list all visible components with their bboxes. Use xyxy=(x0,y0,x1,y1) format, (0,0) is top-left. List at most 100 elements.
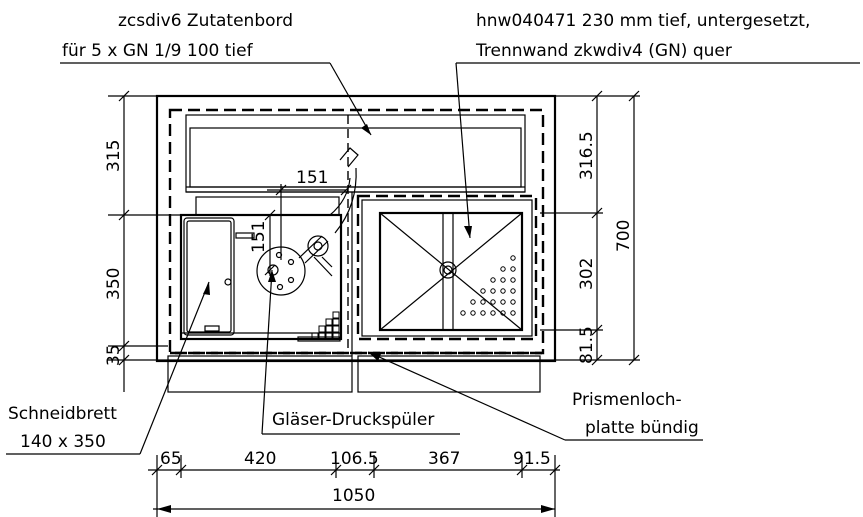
perforation-hole xyxy=(490,310,496,316)
glass-rack-grid xyxy=(311,311,340,340)
leader-glass-washer-arrow xyxy=(268,270,276,282)
label-perforated-line2: platte bündig xyxy=(585,418,699,438)
leader-cutting-board xyxy=(139,281,210,455)
perforation-hole xyxy=(480,288,486,294)
basin-frame xyxy=(361,199,533,337)
right-dim-ticks xyxy=(591,90,640,366)
bottom-total-arrow-left xyxy=(157,505,171,513)
leader-arrow-left xyxy=(361,124,371,135)
perforation-hole xyxy=(510,310,516,316)
label-cutting-board-line1: Schneidbrett xyxy=(8,404,117,424)
perforation-hole xyxy=(500,277,506,283)
glass-rack-cell xyxy=(325,318,333,326)
drain-inner xyxy=(443,265,453,275)
cutting-board-foot xyxy=(204,325,220,332)
perforation-hole xyxy=(510,299,516,305)
perforation-hole xyxy=(500,310,506,316)
dim-35: 35 xyxy=(104,344,124,366)
glass-rack-cell xyxy=(318,325,326,333)
leader-cutting-board-arrow xyxy=(203,282,210,295)
cutting-board xyxy=(183,217,235,336)
dim-367: 367 xyxy=(428,449,460,469)
perforation-hole xyxy=(500,299,506,305)
glass-washer-hole-2 xyxy=(287,276,295,284)
bottom-total-arrow-right xyxy=(541,505,555,513)
basin-divider-wall xyxy=(442,212,454,331)
dim-151-horizontal: 151 xyxy=(296,168,328,188)
counter-outline xyxy=(155,94,557,363)
dim-106-5: 106.5 xyxy=(330,449,379,469)
glass-rack-cell xyxy=(332,325,340,333)
front-panel-left xyxy=(167,355,353,393)
label-ingredient-shelf-line2: für 5 x GN 1/9 100 tief xyxy=(62,41,254,61)
glass-washer-valve xyxy=(298,235,333,277)
ingredient-shelf-bracket xyxy=(195,196,340,216)
perforation-hole xyxy=(500,266,506,272)
inner-dim-h-tick-b xyxy=(340,184,352,196)
label-cutting-board-line2: 140 x 350 xyxy=(20,432,106,452)
dim-316-5: 316.5 xyxy=(577,131,597,180)
dim-151-vertical: 151 xyxy=(249,221,269,253)
inner-dim-v-tick-a xyxy=(264,209,276,221)
inner-dim-v-tick-b xyxy=(264,264,276,276)
faucet-arc-1 xyxy=(329,177,351,216)
dim-65: 65 xyxy=(160,449,182,469)
label-perforated-line1: Prismenloch- xyxy=(572,390,682,410)
dim-315: 315 xyxy=(104,140,124,172)
perforation-hole xyxy=(510,277,516,283)
perforation-hole xyxy=(490,299,496,305)
label-basin-line2: Trennwand zkwdiv4 (GN) quer xyxy=(475,41,732,61)
inner-dim-h-tick-a xyxy=(275,184,287,196)
glass-rack-cell xyxy=(332,332,340,340)
left-well xyxy=(179,213,343,341)
glass-rack-cell xyxy=(332,311,340,319)
dim-700: 700 xyxy=(614,220,634,252)
dim-91-5: 91.5 xyxy=(513,449,551,469)
faucet-arc-3 xyxy=(339,147,359,168)
counter-inner-dashed xyxy=(168,108,545,355)
left-dim-ticks xyxy=(118,90,130,366)
label-basin-line1: hnw040471 230 mm tief, untergesetzt, xyxy=(476,11,810,31)
perforation-hole xyxy=(510,255,516,261)
dim-302: 302 xyxy=(577,258,597,290)
perforation-hole xyxy=(480,299,486,305)
cutting-board-hole xyxy=(224,278,232,286)
glass-washer-handle xyxy=(235,232,255,239)
label-ingredient-shelf-line1: zcsdiv6 Zutatenbord xyxy=(118,11,293,31)
perforation-hole xyxy=(500,288,506,294)
perforation-hole xyxy=(470,310,476,316)
front-panel-right xyxy=(357,355,541,393)
faucet-arc-2 xyxy=(334,167,357,234)
leader-perforated xyxy=(367,351,566,441)
dim-350: 350 xyxy=(104,268,124,300)
perforation-hole xyxy=(460,310,466,316)
glass-washer-hole-1 xyxy=(287,258,295,266)
glass-rack-cell xyxy=(318,332,326,340)
drain-outer xyxy=(439,261,457,279)
perforation-hole xyxy=(510,266,516,272)
perforated-plate-holes xyxy=(460,255,516,316)
dim-81-5: 81.5 xyxy=(577,326,597,364)
leader-perforated-arrow xyxy=(368,352,381,361)
perforation-hole xyxy=(490,277,496,283)
leader-glass-washer xyxy=(261,269,273,435)
leader-line-right xyxy=(455,62,471,239)
dim-420: 420 xyxy=(244,449,276,469)
basin-diagonal-2 xyxy=(379,212,523,331)
perforation-hole xyxy=(470,299,476,305)
glass-rack-cell xyxy=(332,318,340,326)
cutting-board-inner xyxy=(186,220,232,333)
perforation-hole xyxy=(490,288,496,294)
bottom-dim-ext-lines xyxy=(156,455,556,517)
perforation-hole xyxy=(510,288,516,294)
leader-arrow-right xyxy=(464,226,472,238)
bottom-dim-ticks xyxy=(151,464,561,476)
glass-washer-hole-3 xyxy=(276,283,284,291)
leader-line-left xyxy=(329,62,372,136)
glass-rack-cell xyxy=(325,332,333,340)
label-glass-washer: Gläser-Druckspüler xyxy=(272,410,434,430)
glass-rack-cell xyxy=(311,332,319,340)
dim-1050: 1050 xyxy=(332,486,375,506)
perforation-hole xyxy=(480,310,486,316)
